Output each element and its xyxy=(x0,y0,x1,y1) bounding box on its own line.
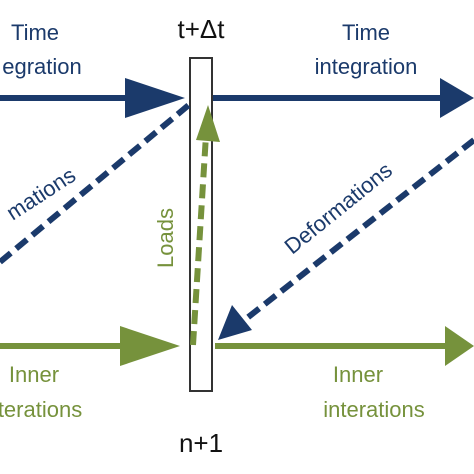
inner-iterations-arrow-right xyxy=(215,326,474,366)
loads-dashed-arrow xyxy=(190,105,220,346)
time-integration-arrow-right xyxy=(213,78,474,118)
time-step-box xyxy=(189,57,213,392)
time-integration-arrow-left xyxy=(0,78,185,118)
deformations-label-left: mations xyxy=(2,162,80,225)
time-integration-label-right-2: integration xyxy=(315,54,418,79)
time-integration-label-right-1: Time xyxy=(342,20,390,45)
inner-iterations-label-right-2: interations xyxy=(323,397,425,422)
inner-iterations-arrow-left xyxy=(0,326,180,366)
inner-iterations-label-left-1: Inner xyxy=(9,362,59,387)
inner-iterations-label-right-1: Inner xyxy=(333,362,383,387)
inner-iterations-label-left-2: terations xyxy=(0,397,82,422)
time-integration-label-left-2: egration xyxy=(2,54,82,79)
iteration-bottom-label: n+1 xyxy=(179,428,223,458)
deformations-dashed-arrow-right xyxy=(218,137,474,340)
loads-label: Loads xyxy=(153,208,178,268)
time-step-top-label: t+Δt xyxy=(178,14,226,44)
time-integration-label-left-1: Time xyxy=(11,20,59,45)
